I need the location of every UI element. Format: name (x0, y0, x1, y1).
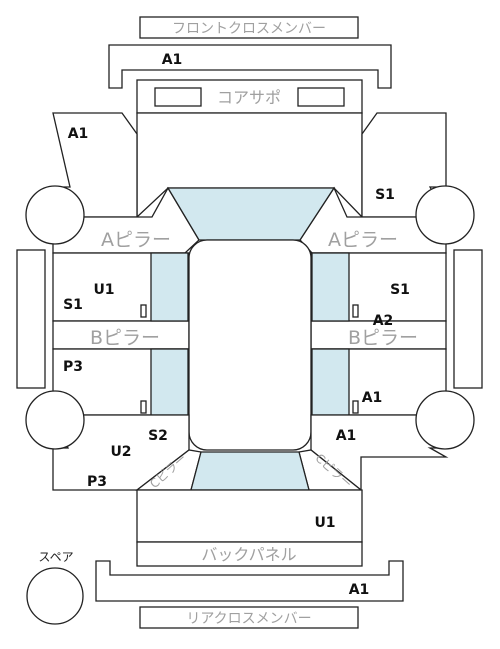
side-skirt-left[interactable] (16, 249, 46, 389)
rear-wheel-left[interactable] (25, 390, 85, 450)
a-pillar-left-label: Aピラー (101, 229, 171, 251)
b-pillar-left-label: Bピラー (90, 327, 160, 349)
front-wheel-left[interactable] (25, 185, 85, 245)
spare-label: スペア (38, 550, 73, 564)
headlight-left (154, 87, 202, 107)
rear-fender-left[interactable] (51, 414, 190, 491)
grade-front-fender-right: S1 (375, 187, 395, 203)
core-support-label: コアサポ (217, 88, 281, 107)
grade-rear-door-right-bottom: A1 (362, 390, 383, 406)
side-skirt-right[interactable] (453, 249, 483, 389)
headlight-right (297, 87, 345, 107)
spare-tire[interactable] (26, 567, 84, 625)
windshield[interactable] (166, 187, 336, 241)
b-pillar-right-label: Bピラー (348, 327, 418, 349)
grade-rear-fender-right: A1 (336, 428, 357, 444)
grade-rear-fender-left-mid: U2 (110, 444, 131, 460)
rear-wheel-right[interactable] (415, 390, 475, 450)
back-panel[interactable] (136, 541, 363, 567)
grade-front-fender-left: A1 (68, 126, 89, 142)
front-wheel-right[interactable] (415, 185, 475, 245)
grade-front-door-left-top: U1 (93, 282, 114, 298)
grade-front-door-right: S1 (390, 282, 410, 298)
door-handle-front-right (352, 304, 359, 318)
grade-rear-door-left: P3 (63, 359, 83, 375)
grade-trunk: U1 (314, 515, 335, 531)
grade-front-cross-member: A1 (162, 52, 183, 68)
front-window-left[interactable] (150, 252, 189, 322)
grade-rear-fender-left-top: S2 (148, 428, 168, 444)
grade-front-door-left-bottom: S1 (63, 297, 83, 313)
front-cross-member-label: フロントクロスメンバー (172, 21, 326, 37)
door-handle-rear-left (140, 400, 147, 414)
grade-rear-cross-member: A1 (349, 582, 370, 598)
rear-cross-member-box[interactable] (139, 606, 359, 629)
door-handle-front-left (140, 304, 147, 318)
rear-window-left[interactable] (150, 348, 189, 416)
front-bumper-frame[interactable] (108, 44, 392, 89)
front-window-right[interactable] (311, 252, 350, 322)
front-cross-member-box[interactable] (139, 16, 359, 39)
rear-bumper-frame[interactable] (95, 560, 404, 602)
rear-cross-member-label: リアクロスメンバー (186, 611, 311, 627)
roof[interactable] (188, 239, 312, 451)
grade-rear-fender-left-bottom: P3 (87, 474, 107, 490)
rear-window-right[interactable] (311, 348, 350, 416)
back-panel-label: バックパネル (201, 545, 296, 564)
b-pillar-right[interactable] (310, 320, 447, 350)
a-pillar-right-label: Aピラー (328, 229, 398, 251)
grade-rear-door-right-top: A2 (373, 313, 394, 329)
door-handle-rear-right (352, 400, 359, 414)
b-pillar-left[interactable] (52, 320, 190, 350)
trunk-lid[interactable] (136, 489, 363, 543)
rear-window[interactable] (190, 451, 310, 491)
